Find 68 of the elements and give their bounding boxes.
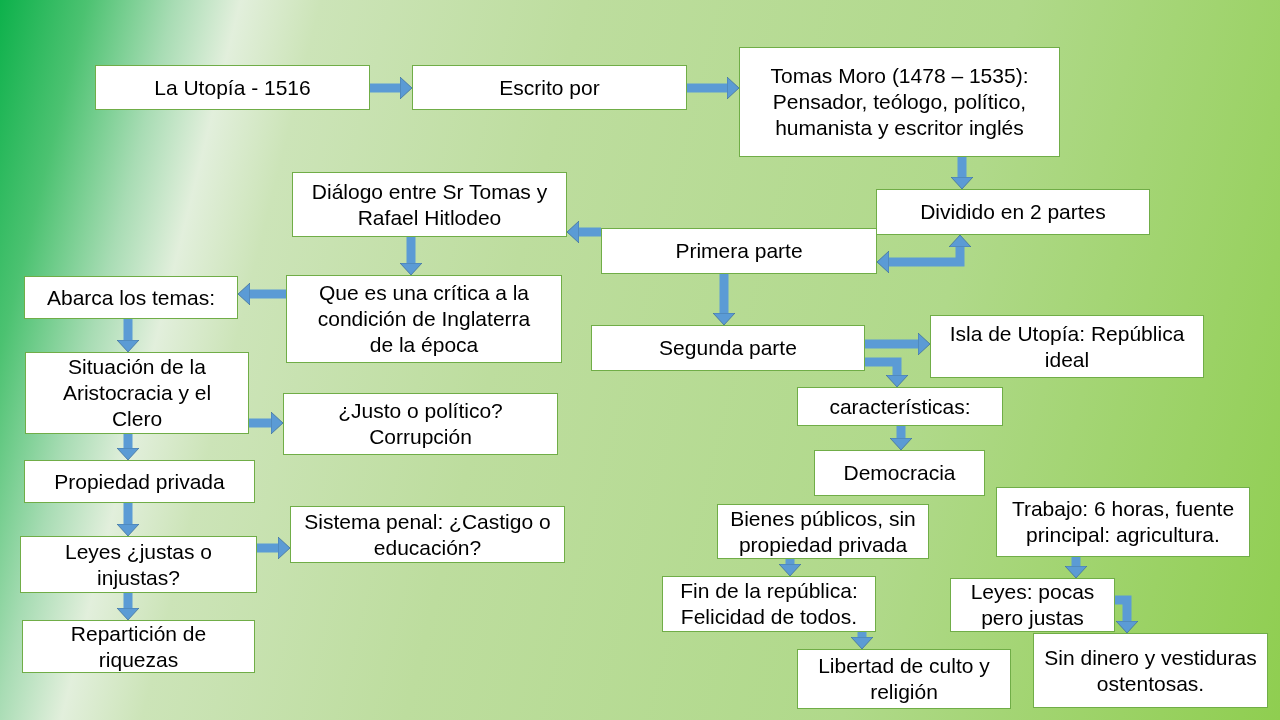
concept-text: Democracia <box>843 460 956 486</box>
block-arrow <box>865 357 909 388</box>
concept-box <box>950 578 1115 632</box>
concept-box <box>591 325 865 371</box>
concept-box <box>22 620 255 673</box>
block-arrow <box>399 237 423 276</box>
concept-text: Sin dinero y vestiduras ostentosas. <box>1043 644 1258 697</box>
concept-text: Tomas Moro (1478 – 1535): Pensador, teólogo, político, humanista y escritor inglés <box>769 63 1030 141</box>
concept-box <box>662 576 876 632</box>
concept-box <box>290 506 565 563</box>
block-arrow <box>865 332 931 356</box>
block-arrow <box>687 76 740 100</box>
concept-box <box>1033 633 1268 708</box>
block-arrow <box>566 220 601 244</box>
concept-text: Propiedad privada <box>54 468 225 495</box>
block-arrow <box>876 234 972 274</box>
concept-text: Situación de la Aristocracia y el Clero <box>61 354 213 432</box>
concept-box <box>797 387 1003 426</box>
concept-text: Libertad de culto y religión <box>817 653 991 705</box>
concept-box <box>797 649 1011 709</box>
concept-box <box>25 352 249 434</box>
concept-text: Fin de la república: Felicidad de todos. <box>679 578 859 630</box>
concept-text: Repartición de riquezas <box>69 620 208 673</box>
concept-box <box>930 315 1204 378</box>
concept-box <box>24 276 238 319</box>
concept-text: Primera parte <box>675 238 803 264</box>
concept-box <box>20 536 257 593</box>
concept-text: Abarca los temas: <box>46 284 216 311</box>
concept-text: Dividido en 2 partes <box>920 199 1106 225</box>
concept-text: Bienes públicos, sin propiedad privada <box>729 505 917 558</box>
concept-box <box>24 460 255 503</box>
concept-text: Leyes: pocas pero justas <box>969 579 1096 631</box>
block-arrow <box>1064 557 1088 579</box>
concept-box <box>286 275 562 363</box>
concept-box <box>292 172 567 237</box>
block-arrow <box>370 76 413 100</box>
concept-box <box>996 487 1250 557</box>
block-arrow <box>237 282 286 306</box>
concept-box <box>876 189 1150 235</box>
concept-text: características: <box>829 393 971 420</box>
concept-box <box>814 450 985 496</box>
concept-text: ¿Justo o político? Corrupción <box>337 398 504 450</box>
concept-box <box>412 65 687 110</box>
concept-box <box>601 228 877 274</box>
block-arrow <box>116 593 140 621</box>
block-arrow <box>116 434 140 461</box>
block-arrow <box>850 632 874 650</box>
block-arrow <box>889 426 913 451</box>
concept-box <box>95 65 370 110</box>
concept-text: Que es una crítica a la condición de Inglaterra de la época <box>316 280 532 358</box>
concept-box <box>739 47 1060 157</box>
concept-text: Escrito por <box>499 74 600 101</box>
concept-text: Isla de Utopía: República ideal <box>948 320 1186 373</box>
concept-text: Leyes ¿justas o injustas? <box>63 538 214 591</box>
block-arrow <box>1115 595 1139 634</box>
block-arrow <box>778 559 802 577</box>
block-arrow <box>257 536 291 560</box>
block-arrow <box>249 411 284 435</box>
block-arrow <box>116 503 140 537</box>
concept-box <box>283 393 558 455</box>
concept-text: Trabajo: 6 horas, fuente principal: agricultura. <box>1010 496 1236 548</box>
block-arrow <box>116 319 140 353</box>
concept-text: Sistema penal: ¿Castigo o educación? <box>303 508 552 561</box>
concept-text: Segunda parte <box>659 335 797 361</box>
concept-text: La Utopía - 1516 <box>154 74 311 101</box>
block-arrow <box>712 274 736 326</box>
block-arrow <box>950 157 974 190</box>
concept-text: Diálogo entre Sr Tomas y Rafael Hitlodeo <box>310 178 549 231</box>
